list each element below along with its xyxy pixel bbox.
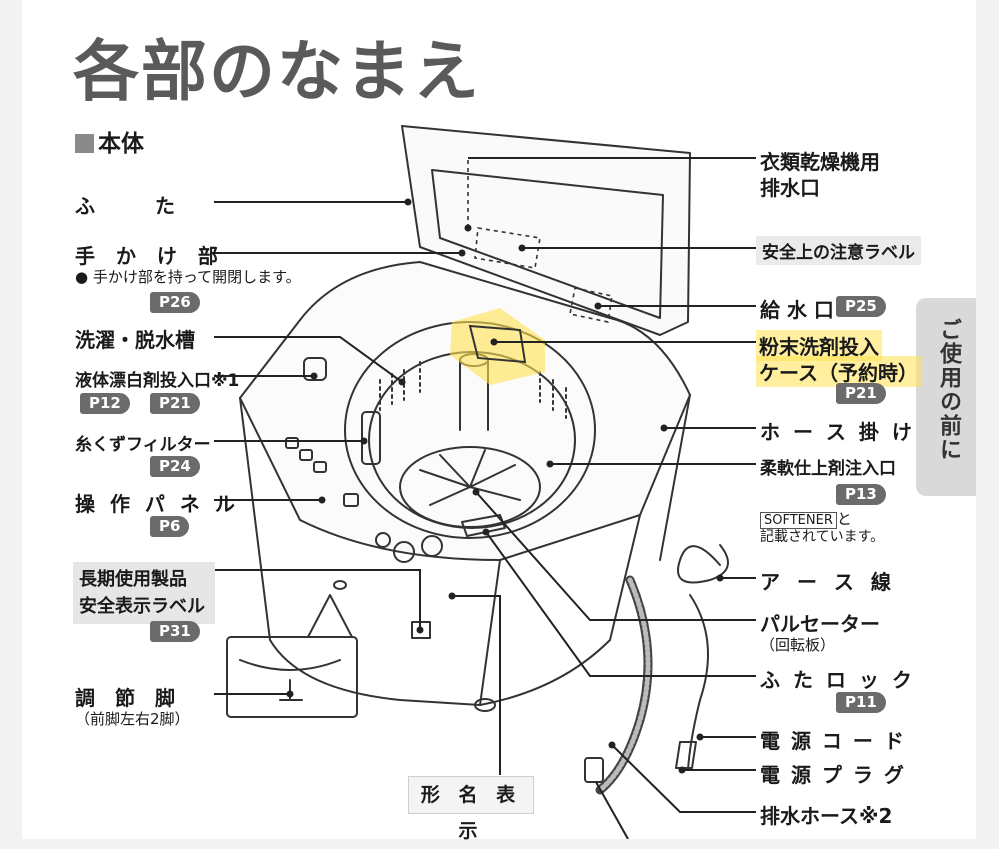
section-heading: 本体	[75, 124, 144, 158]
label-plug: 電 源 プ ラ グ	[760, 763, 906, 787]
leader-keimei	[452, 595, 501, 775]
softener-note: 記載されています。	[760, 529, 885, 545]
label-ito: 糸くずフィルター	[75, 435, 211, 455]
label-hose-kake: ホ ー ス 掛 け	[760, 420, 915, 444]
page-ref-p31[interactable]: P31	[150, 621, 200, 642]
leader-lock	[485, 531, 756, 677]
note-tekakebu: ● 手かけ部を持って開閉します。	[75, 268, 301, 286]
label-lock: ふ た ロ ッ ク	[760, 668, 915, 692]
label-pulsator: パルセーター	[760, 612, 880, 636]
leader-pulsator	[475, 491, 756, 621]
page-ref-p6[interactable]: P6	[150, 516, 190, 537]
earth-wire	[677, 544, 729, 584]
label-funmatsu-line2: ケース（予約時）	[756, 356, 921, 387]
section-label: 本体	[98, 131, 144, 157]
label-earth: ア ー ス 線	[760, 570, 896, 594]
page-ref-p13[interactable]: P13	[836, 484, 886, 505]
power-cord	[687, 594, 709, 771]
label-hose: 排水ホース※2	[760, 804, 893, 828]
leader-hose	[611, 744, 756, 813]
lid	[401, 125, 691, 336]
foot-inset-box	[226, 636, 358, 718]
page-ref-p24[interactable]: P24	[150, 456, 200, 477]
softener-to: と	[836, 510, 852, 528]
cabinet-front	[239, 397, 501, 706]
leader-sentaku	[214, 336, 403, 383]
label-chousetsu: 調 節 脚	[75, 686, 175, 710]
pulsator-disc	[399, 446, 541, 528]
label-sousa: 操 作 パ ネ ル	[75, 492, 239, 516]
note-chousetsu: （前脚左右2脚）	[75, 710, 190, 728]
label-chouki-line1: 長期使用製品	[79, 569, 187, 590]
label-futa: ふ た	[75, 194, 175, 218]
page-ref-p21-b[interactable]: P21	[836, 383, 886, 404]
label-chouki-box: 長期使用製品 安全表示ラベル	[73, 562, 215, 624]
page-title: 各部のなまえ	[73, 33, 481, 110]
label-irui-line2: 排水口	[760, 176, 820, 200]
label-chouki-line2: 安全表示ラベル	[79, 596, 205, 617]
label-cord: 電 源 コ ー ド	[760, 729, 906, 753]
page-ref-p11[interactable]: P11	[836, 692, 886, 713]
page-ref-p25[interactable]: P25	[836, 296, 886, 317]
side-tab-label: ご使用の前に	[936, 318, 961, 462]
label-sentaku: 洗濯・脱水槽	[75, 328, 195, 352]
side-tab[interactable]	[916, 298, 976, 496]
label-funmatsu-line1: 粉末洗剤投入	[756, 330, 882, 361]
label-kyusui: 給 水 口	[760, 298, 834, 322]
label-ekitai: 液体漂白剤投入口※1	[75, 371, 240, 391]
label-irui-line1: 衣類乾燥機用	[760, 150, 880, 174]
label-keimei: 形 名 表 示	[408, 776, 534, 842]
leader-chouki	[214, 569, 421, 630]
square-bullet-icon	[75, 134, 94, 153]
label-anzen: 安全上の注意ラベル	[756, 236, 921, 265]
tub-holes	[379, 361, 567, 419]
label-junan: 柔軟仕上剤注入口	[760, 459, 896, 479]
label-tekakebu: 手 か け 部	[75, 244, 225, 268]
softener-badge: SOFTENER	[760, 512, 837, 529]
page-ref-p26[interactable]: P26	[150, 292, 200, 313]
page-ref-p21-a[interactable]: P21	[150, 393, 200, 414]
page-ref-p12[interactable]: P12	[80, 393, 130, 414]
lid-inner	[431, 169, 664, 319]
pulsator-vanes	[419, 449, 521, 506]
note-pulsator: （回転板）	[760, 636, 836, 654]
